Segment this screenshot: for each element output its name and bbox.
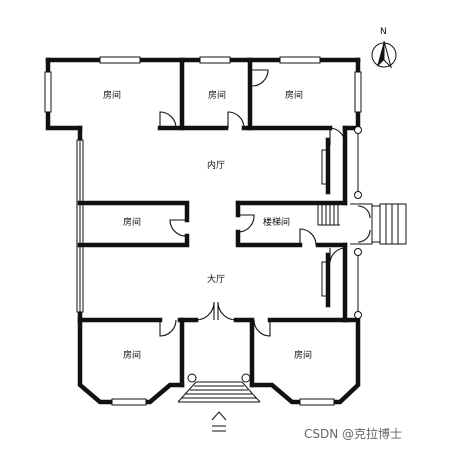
north-compass-icon: N [371,27,397,69]
columns [187,126,362,383]
doors [159,69,346,337]
room-label-sw: 房间 [123,349,141,361]
room-label-n-center: 房间 [208,89,226,101]
room-labels: 房间 房间 房间 内厅 房间 楼梯间 大厅 房间 房间 [103,89,312,361]
interior-walls [77,57,348,388]
compass-letter: N [380,27,387,37]
room-label-inner-hall: 内厅 [207,159,225,171]
windows [44,56,362,406]
room-label-nw: 房间 [103,89,121,101]
room-label-ne: 房间 [285,89,303,101]
east-entrance-steps [317,203,407,245]
room-label-stairwell: 楼梯间 [263,216,290,228]
entrance-arrow-icon [211,411,227,432]
room-label-se: 房间 [294,349,312,361]
south-entrance-steps [177,381,261,403]
watermark: CSDN @克拉博士 [304,426,402,441]
room-label-w: 房间 [123,216,141,228]
room-label-main-hall: 大厅 [207,273,225,285]
